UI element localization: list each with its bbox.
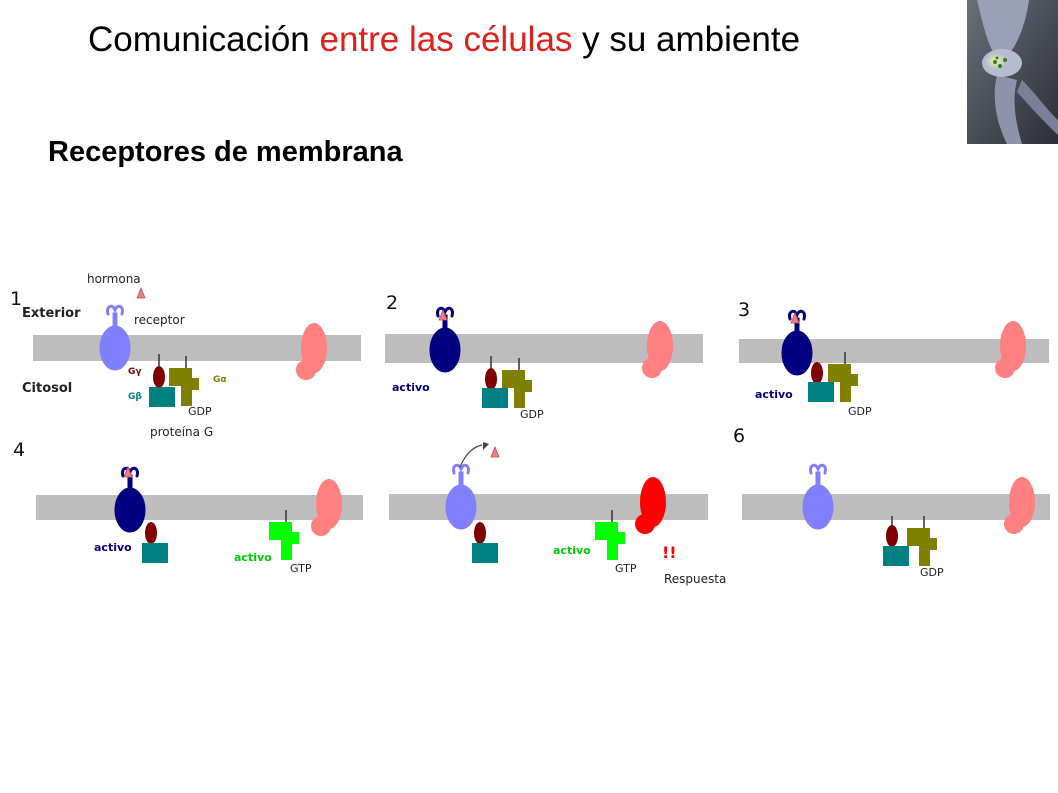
- g-beta-subunit: [883, 546, 909, 566]
- label-hormona: hormona: [87, 272, 141, 286]
- label-gdp: GDP: [848, 405, 872, 418]
- g-gamma-subunit: [153, 366, 165, 388]
- label-gdp: GDP: [188, 405, 212, 418]
- g-beta-subunit: [142, 543, 168, 563]
- panel-number: 6: [733, 425, 745, 447]
- cell-membrane: [36, 495, 363, 520]
- title-part-1: Comunicación: [88, 20, 320, 59]
- label-activo: activo: [755, 388, 793, 401]
- label-activo-green: activo: [234, 551, 272, 564]
- title-part-2: y su ambiente: [572, 20, 801, 59]
- hormone-release-arrow: [459, 444, 483, 468]
- g-gamma-subunit: [811, 362, 823, 384]
- panel-3: 3 activo GDP: [738, 299, 1049, 418]
- label-proteina-g: proteína G: [150, 425, 213, 439]
- g-gamma-subunit: [474, 522, 486, 544]
- g-beta-subunit: [472, 543, 498, 563]
- label-g-beta: Gβ: [128, 392, 142, 402]
- hormone-released: [490, 445, 500, 458]
- panel-4: 4 activo activo GTP: [13, 439, 363, 575]
- g-beta-subunit: [482, 388, 508, 408]
- g-alpha-gdp: [906, 515, 938, 567]
- panel-number: 2: [386, 292, 398, 314]
- label-citosol: Citosol: [22, 381, 72, 396]
- slide-subtitle: Receptores de membrana: [48, 136, 403, 168]
- label-g-gamma: Gγ: [128, 367, 142, 377]
- label-exterior: Exterior: [22, 306, 81, 321]
- panel-number: 4: [13, 439, 25, 461]
- panel-number: 3: [738, 299, 750, 321]
- arrow-head: [483, 442, 489, 450]
- g-gamma-subunit: [485, 368, 497, 390]
- label-activo: activo: [94, 541, 132, 554]
- panel-number: 1: [10, 288, 22, 310]
- receptor-inactive: [801, 463, 835, 531]
- title-highlight: entre las células: [319, 20, 573, 59]
- label-respuesta: Respuesta: [664, 572, 726, 586]
- slide-title: Comunicación entre las células y su ambi…: [88, 20, 800, 60]
- label-gdp: GDP: [920, 566, 944, 579]
- panel-2: 2 activo GDP: [385, 292, 703, 421]
- receptor-inactive: [444, 463, 478, 531]
- g-beta-subunit: [808, 382, 834, 402]
- panel-6: 6 GDP: [733, 425, 1050, 579]
- label-g-alpha: Gα: [213, 375, 227, 385]
- label-gtp: GTP: [615, 562, 637, 575]
- g-protein-receptor-diagram: 1 hormona Exterior receptor Citosol Gγ G…: [10, 272, 1050, 586]
- g-beta-subunit: [149, 387, 175, 407]
- label-gtp: GTP: [290, 562, 312, 575]
- label-receptor: receptor: [134, 313, 185, 327]
- cell-membrane: [742, 494, 1050, 520]
- hormone-triangle: [136, 286, 146, 299]
- label-gdp: GDP: [520, 408, 544, 421]
- panel-1: 1 hormona Exterior receptor Citosol Gγ G…: [10, 272, 361, 439]
- alarm-marks: !!: [662, 543, 677, 562]
- g-gamma-subunit: [145, 522, 157, 544]
- receptor-inactive: [98, 304, 132, 372]
- hormone-bound: [123, 465, 133, 478]
- receptor-active: [113, 466, 147, 534]
- label-activo: activo: [392, 381, 430, 394]
- g-gamma-subunit: [886, 525, 898, 547]
- panel-5: activo GTP !! Respuesta: [389, 442, 726, 586]
- hormone-bound: [790, 311, 800, 324]
- hormone-bound: [438, 308, 448, 321]
- neuron-synapse-image: [967, 0, 1058, 144]
- label-activo-green: activo: [553, 544, 591, 557]
